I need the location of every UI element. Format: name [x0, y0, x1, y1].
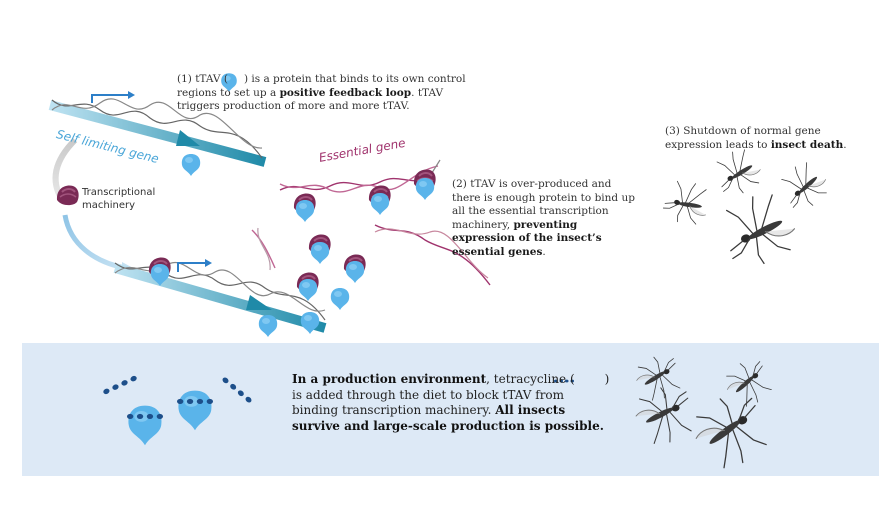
step2-text: (2) tTAV is over-produced and there is e…: [452, 178, 635, 258]
ttav-blocked-icon: [126, 405, 164, 446]
production-text: In a production environment, tetracyclin…: [292, 372, 610, 433]
live-mosquito-icon: [630, 350, 686, 406]
essential-dna-fragment: [251, 229, 276, 269]
tetracycline-icon: [221, 376, 253, 404]
ttav-blocked-icon: [176, 390, 214, 431]
step3-text: (3) Shutdown of normal gene expression l…: [665, 125, 847, 151]
tetracycline-icon: [102, 374, 138, 396]
self-limiting-gene-dna: [48, 91, 267, 167]
production-panel: [22, 343, 879, 476]
live-mosquito-icon: [718, 354, 778, 413]
step1-text: (1) tTAV () is a protein that binds to i…: [177, 73, 466, 112]
essential-dna-strand: [374, 224, 491, 286]
live-mosquito-icon: [684, 385, 776, 477]
